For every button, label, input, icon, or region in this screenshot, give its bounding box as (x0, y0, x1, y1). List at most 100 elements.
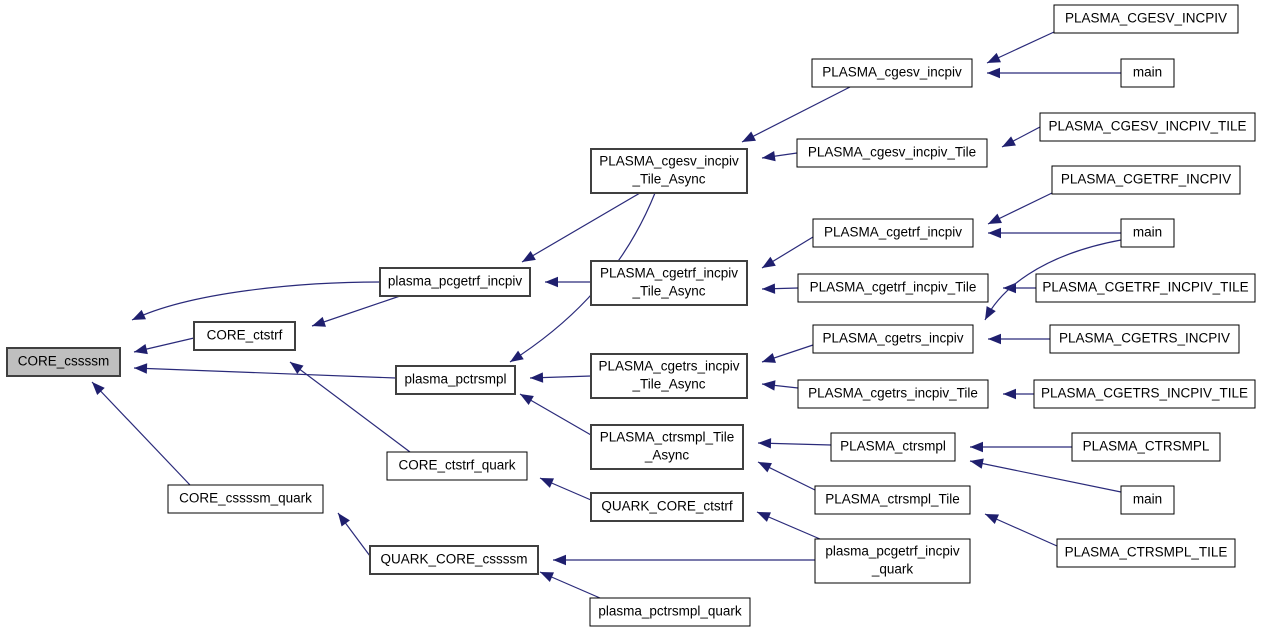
call-edge (761, 380, 799, 391)
graph-node-quark-core-cssssm[interactable]: QUARK_CORE_cssssmQUARK_CORE_cssssm (369, 545, 539, 575)
call-edge (539, 571, 601, 599)
edge-line (969, 460, 1122, 493)
edge-layer (91, 31, 1122, 599)
node-box[interactable] (812, 324, 974, 354)
graph-node-plasma-cgetrs-incpiv-tile-macro[interactable]: PLASMA_CGETRS_INCPIV_TILEPLASMA_CGETRS_I… (1033, 379, 1256, 409)
edge-arrowhead (132, 309, 146, 320)
edge-line (91, 381, 191, 486)
graph-node-main-1[interactable]: mainmain (1120, 58, 1175, 88)
node-box[interactable] (589, 597, 751, 627)
call-edge (987, 67, 1121, 79)
call-edge (133, 337, 195, 355)
graph-node-quark-core-ctstrf[interactable]: QUARK_CORE_ctstrfQUARK_CORE_ctstrf (590, 492, 744, 522)
node-box[interactable] (369, 545, 539, 575)
node-box[interactable] (830, 432, 956, 462)
call-edge (1003, 388, 1034, 400)
node-box[interactable] (814, 485, 971, 515)
node-box[interactable] (812, 218, 974, 248)
call-edge (984, 239, 1122, 321)
edge-arrowhead (530, 372, 544, 383)
graph-node-plasma-pcgetrf-incpiv-quark[interactable]: plasma_pcgetrf_incpiv_quarkplasma_pcgetr… (814, 538, 971, 584)
edge-arrowhead (987, 52, 1001, 63)
node-box[interactable] (395, 365, 516, 395)
node-box[interactable] (386, 451, 528, 481)
call-edge (757, 438, 832, 449)
node-box[interactable] (796, 138, 988, 168)
node-box[interactable] (797, 379, 989, 409)
node-box[interactable] (1120, 485, 1175, 515)
node-box[interactable] (1039, 112, 1256, 142)
edge-arrowhead (312, 316, 326, 327)
graph-node-plasma-cgetrf-incpiv-ta[interactable]: PLASMA_cgetrf_incpiv_Tile_AsyncPLASMA_cg… (590, 260, 748, 306)
edge-arrowhead (290, 362, 304, 374)
call-edge (311, 295, 401, 327)
edge-arrowhead (540, 478, 554, 488)
edge-arrowhead (338, 513, 350, 527)
call-edge (984, 513, 1058, 547)
graph-node-plasma-pcgetrf-incpiv[interactable]: plasma_pcgetrf_incpivplasma_pcgetrf_incp… (379, 267, 531, 297)
node-box[interactable] (590, 492, 744, 522)
node-box[interactable] (193, 321, 296, 351)
graph-node-plasma-cgetrf-incpiv-tile[interactable]: PLASMA_cgetrf_incpiv_TilePLASMA_cgetrf_i… (797, 273, 989, 303)
graph-node-plasma-ctrsmpl-macro[interactable]: PLASMA_CTRSMPLPLASMA_CTRSMPL (1071, 432, 1221, 462)
node-box[interactable] (1056, 538, 1236, 568)
node-box[interactable] (1051, 165, 1241, 195)
node-box[interactable] (590, 260, 748, 306)
graph-node-plasma-cgesv-incpiv-tile-macro[interactable]: PLASMA_CGESV_INCPIV_TILEPLASMA_CGESV_INC… (1039, 112, 1256, 142)
node-box[interactable] (1053, 4, 1239, 34)
call-edge (970, 441, 1072, 453)
graph-node-plasma-cgesv-incpiv-ta[interactable]: PLASMA_cgesv_incpiv_Tile_AsyncPLASMA_cge… (590, 148, 748, 194)
graph-node-plasma-ctrsmpl-tile-async[interactable]: PLASMA_ctrsmpl_Tile_AsyncPLASMA_ctrsmpl_… (590, 424, 744, 470)
node-box[interactable] (6, 347, 121, 377)
graph-node-core-ctstrf-quark[interactable]: CORE_ctstrf_quarkCORE_ctstrf_quark (386, 451, 528, 481)
graph-node-plasma-cgetrs-incpiv-ta[interactable]: PLASMA_cgetrs_incpiv_Tile_AsyncPLASMA_cg… (590, 353, 748, 399)
edge-line (509, 192, 656, 363)
call-edge (131, 281, 381, 321)
edge-arrowhead (522, 250, 536, 262)
node-box[interactable] (590, 353, 748, 399)
edge-arrowhead (1003, 388, 1016, 400)
edge-line (133, 367, 397, 379)
node-box[interactable] (1049, 324, 1240, 354)
graph-node-plasma-cgetrs-incpiv-tile[interactable]: PLASMA_cgetrs_incpiv_TilePLASMA_cgetrs_i… (797, 379, 989, 409)
edge-arrowhead (970, 441, 983, 453)
edge-line (521, 192, 641, 263)
node-box[interactable] (1033, 379, 1256, 409)
node-box[interactable] (590, 148, 748, 194)
call-edge (529, 372, 592, 383)
node-box[interactable] (1035, 273, 1256, 303)
node-box[interactable] (811, 58, 973, 88)
graph-node-core-cssssm-quark[interactable]: CORE_cssssm_quarkCORE_cssssm_quark (167, 484, 324, 514)
call-edge (509, 192, 656, 363)
edge-arrowhead (540, 572, 554, 582)
edge-arrowhead (762, 283, 776, 294)
node-box[interactable] (797, 273, 989, 303)
node-box[interactable] (1120, 58, 1175, 88)
node-box[interactable] (814, 538, 971, 584)
node-box[interactable] (1120, 218, 1175, 248)
graph-node-plasma-pctrsmpl[interactable]: plasma_pctrsmplplasma_pctrsmpl (395, 365, 516, 395)
node-box[interactable] (167, 484, 324, 514)
graph-node-plasma-cgesv-incpiv-tile[interactable]: PLASMA_cgesv_incpiv_TilePLASMA_cgesv_inc… (796, 138, 988, 168)
call-edge (741, 86, 851, 143)
edge-arrowhead (134, 363, 148, 374)
graph-node-main-3[interactable]: mainmain (1120, 485, 1175, 515)
node-box[interactable] (1071, 432, 1221, 462)
graph-node-main-2[interactable]: mainmain (1120, 218, 1175, 248)
node-box[interactable] (379, 267, 531, 297)
node-box[interactable] (590, 424, 744, 470)
graph-node-plasma-pctrsmpl-quark[interactable]: plasma_pctrsmpl_quarkplasma_pctrsmpl_qua… (589, 597, 751, 627)
graph-node-plasma-cgetrf-incpiv-tile-macro[interactable]: PLASMA_CGETRF_INCPIV_TILEPLASMA_CGETRF_I… (1035, 273, 1256, 303)
